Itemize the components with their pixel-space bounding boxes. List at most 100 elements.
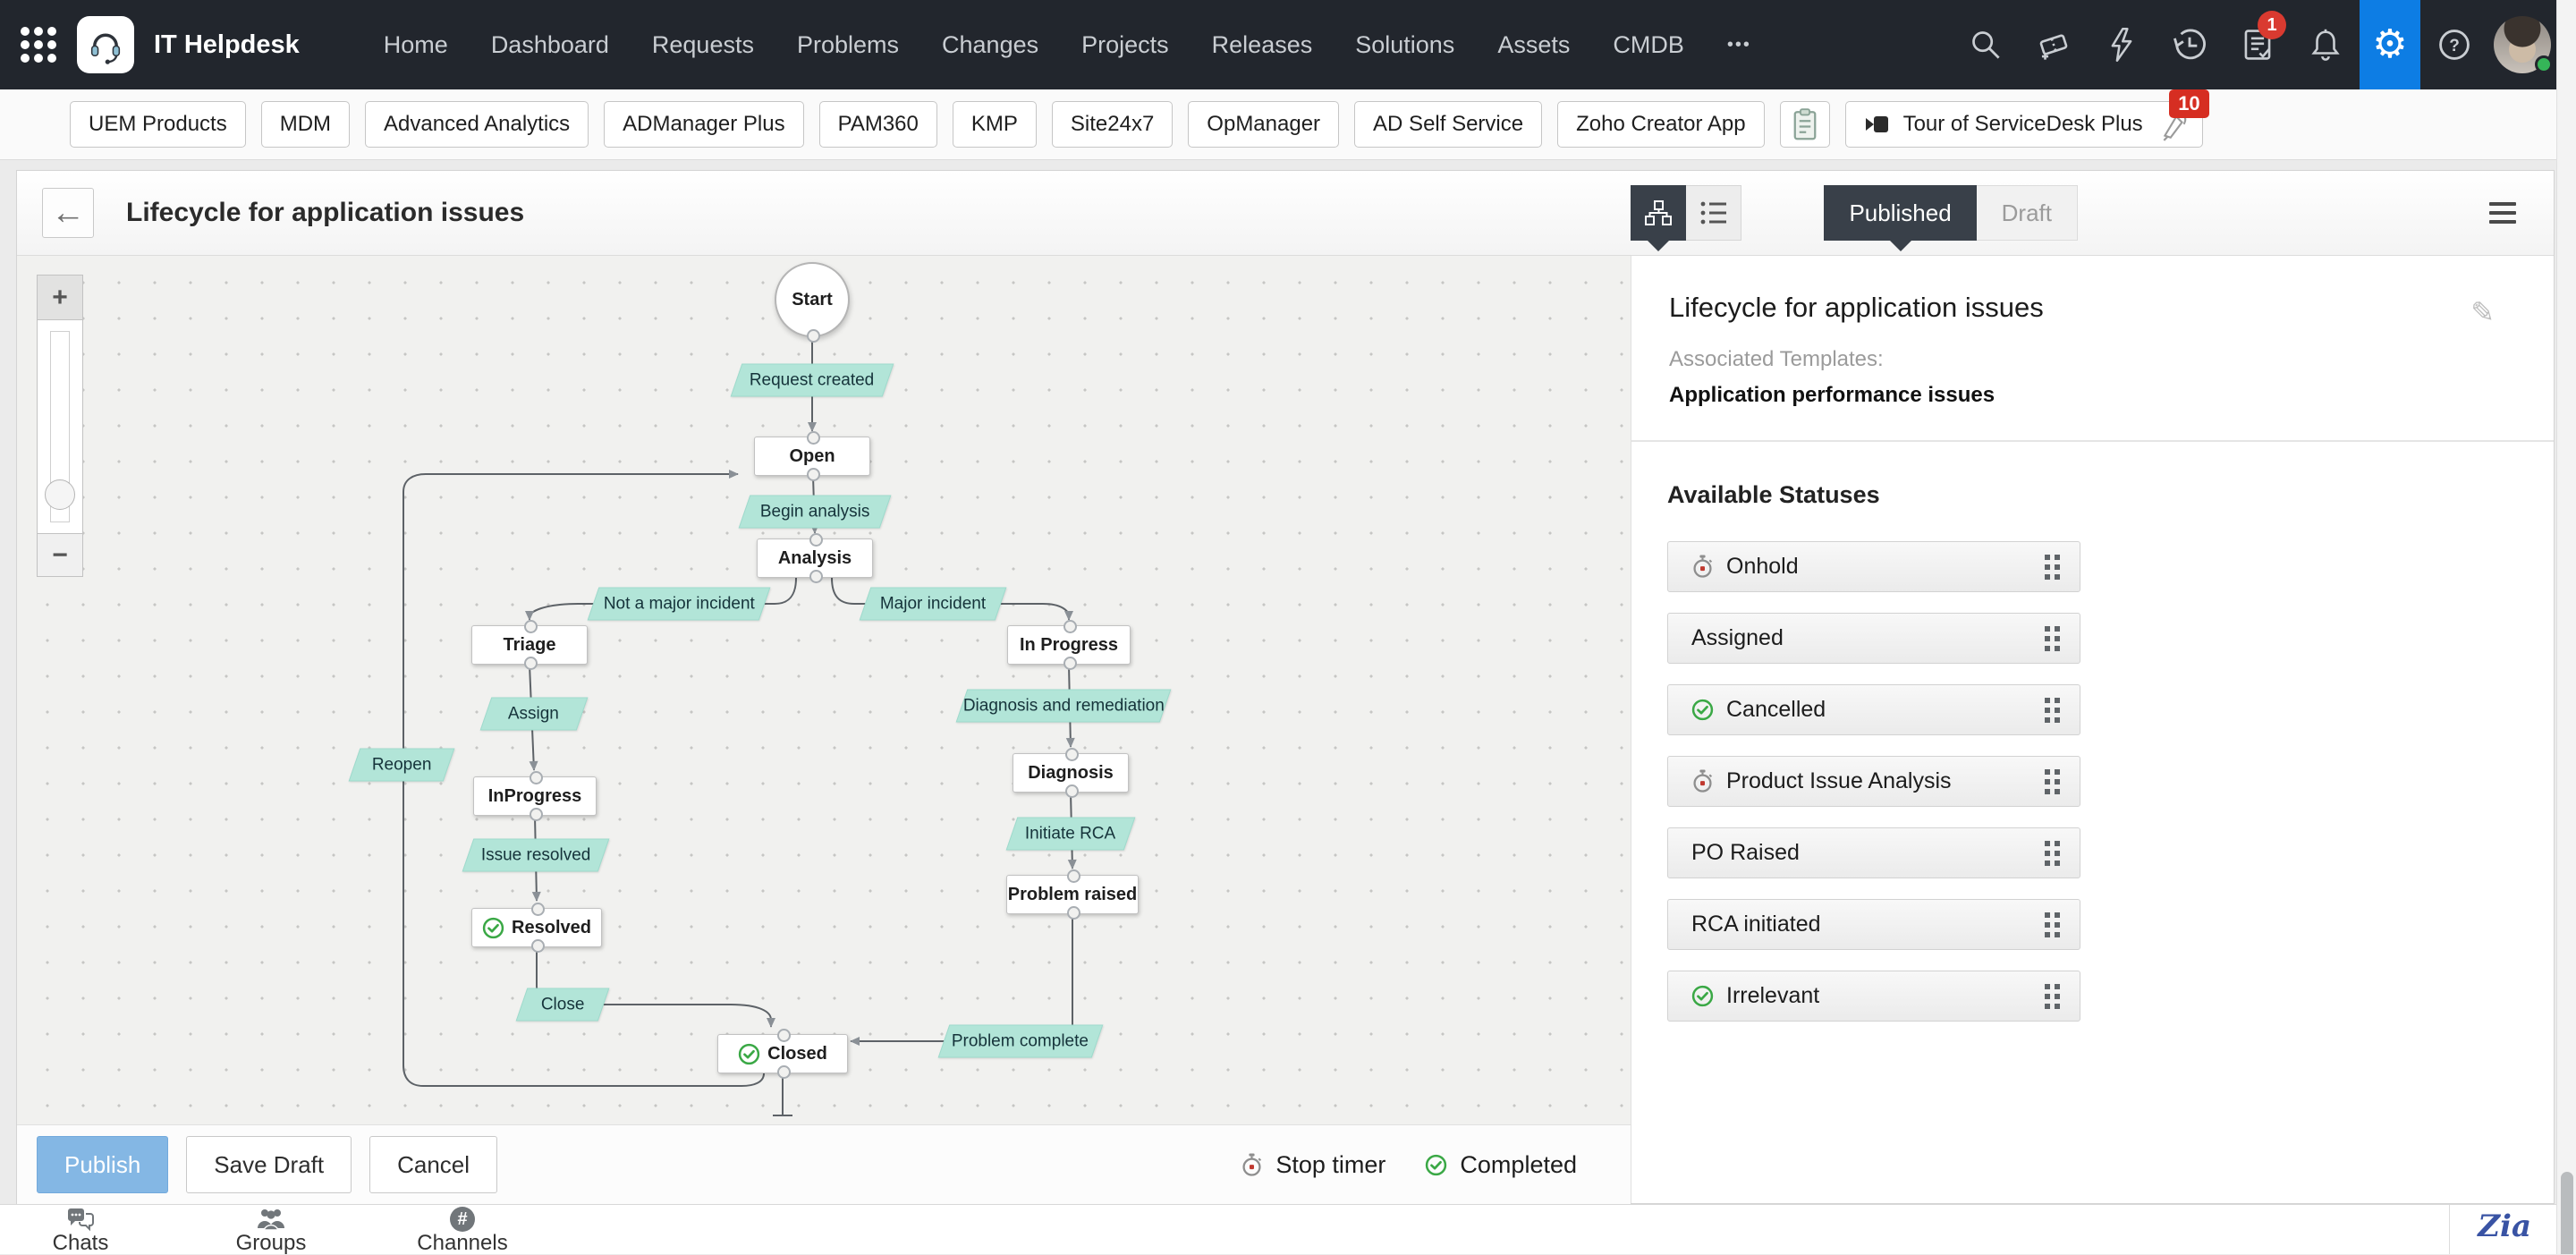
chip-uem-products[interactable]: UEM Products (70, 101, 246, 148)
flow-node-analysis[interactable]: Analysis (757, 533, 873, 583)
associated-templates-label: Associated Templates: (1669, 347, 1884, 371)
flow-node-reopen[interactable]: Reopen (348, 748, 455, 782)
flow-node-resolved[interactable]: Resolved (471, 903, 602, 953)
search-icon[interactable] (1952, 0, 2020, 89)
flow-node-initiate-rca[interactable]: Initiate RCA (1005, 817, 1136, 851)
drag-handle-icon[interactable] (2045, 840, 2060, 866)
pending-tasks-icon[interactable]: 1 (2224, 0, 2292, 89)
save-draft-button[interactable]: Save Draft (186, 1136, 352, 1193)
flow-node-diagnosis-and-remediation[interactable]: Diagnosis and remediation (955, 689, 1172, 723)
tab-published[interactable]: Published (1824, 185, 1977, 251)
user-avatar[interactable] (2488, 0, 2556, 89)
flow-node-close[interactable]: Close (515, 988, 610, 1022)
dock-item-chats[interactable]: Chats (9, 1207, 152, 1255)
chip-kmp[interactable]: KMP (952, 101, 1037, 148)
helpdesk-logo[interactable] (77, 16, 134, 73)
menu-item-problems[interactable]: Problems (796, 30, 900, 58)
drag-handle-icon[interactable] (2045, 625, 2060, 651)
zoom-in-button[interactable]: + (38, 276, 82, 320)
zoom-out-button[interactable]: − (38, 533, 82, 576)
transition-label: Request created (750, 370, 875, 389)
page-scrollbar[interactable] (2556, 0, 2576, 1254)
menu-item-dashboard[interactable]: Dashboard (490, 30, 609, 58)
flow-node-problem-complete[interactable]: Problem complete (937, 1024, 1104, 1058)
status-item-onhold[interactable]: Onhold (1667, 541, 2080, 592)
dock-item-channels[interactable]: #Channels (391, 1207, 534, 1255)
publish-button[interactable]: Publish (37, 1136, 169, 1193)
drag-handle-icon[interactable] (2045, 554, 2060, 580)
flow-node-major-incident[interactable]: Major incident (859, 587, 1007, 621)
dock-item-groups[interactable]: Groups (199, 1207, 343, 1255)
flow-node-closed[interactable]: Closed (717, 1029, 848, 1079)
menu-item-cmdb[interactable]: CMDB (1613, 30, 1684, 58)
chip-mdm[interactable]: MDM (260, 101, 351, 148)
avatar-photo (2494, 16, 2553, 73)
scrollbar-thumb[interactable] (2561, 1172, 2573, 1254)
flow-node-issue-resolved[interactable]: Issue resolved (462, 838, 610, 872)
menu-item-solutions[interactable]: Solutions (1355, 30, 1455, 58)
clipboard-chip[interactable] (1779, 101, 1830, 148)
menu-overflow-icon[interactable]: ••• (1726, 34, 1751, 55)
flow-node-triage[interactable]: Triage (471, 620, 588, 670)
edit-icon[interactable]: ✎ (2470, 296, 2495, 328)
quick-actions-icon[interactable] (2088, 0, 2156, 89)
chip-advanced-analytics[interactable]: Advanced Analytics (365, 101, 589, 148)
more-options-icon[interactable] (2489, 197, 2516, 229)
menu-item-projects[interactable]: Projects (1081, 30, 1169, 58)
flow-node-inprogress[interactable]: InProgress (473, 771, 597, 821)
gear-glyph: ⚙ (2372, 22, 2408, 66)
drag-handle-icon[interactable] (2045, 912, 2060, 937)
settings-icon[interactable]: ⚙ (2360, 0, 2420, 89)
zia-assistant-button[interactable]: Zia (2478, 1208, 2531, 1244)
menu-item-requests[interactable]: Requests (651, 30, 754, 58)
flow-node-assign[interactable]: Assign (479, 697, 589, 731)
chip-zoho-creator-app[interactable]: Zoho Creator App (1557, 101, 1765, 148)
menu-item-changes[interactable]: Changes (942, 30, 1039, 58)
flow-node-start[interactable]: Start (775, 262, 850, 343)
add-request-icon[interactable] (2020, 0, 2088, 89)
chip-site24x7[interactable]: Site24x7 (1051, 101, 1174, 148)
help-icon[interactable]: ? (2420, 0, 2488, 89)
flow-node-in-progress[interactable]: In Progress (1007, 620, 1131, 670)
menu-item-home[interactable]: Home (383, 30, 448, 58)
timer-icon (1691, 555, 1714, 579)
group-icon (199, 1207, 343, 1232)
list-view-button[interactable] (1686, 185, 1742, 241)
menu-item-releases[interactable]: Releases (1211, 30, 1313, 58)
flow-node-begin-analysis[interactable]: Begin analysis (738, 495, 892, 529)
tour-chip[interactable]: Tour of ServiceDesk Plus 10 (1844, 89, 2209, 148)
flow-node-not-a-major-incident[interactable]: Not a major incident (587, 587, 771, 621)
notifications-icon[interactable] (2292, 0, 2360, 89)
drag-handle-icon[interactable] (2045, 768, 2060, 794)
status-item-assigned[interactable]: Assigned (1667, 613, 2080, 664)
flow-node-problem-raised[interactable]: Problem raised (1006, 869, 1139, 920)
status-item-po-raised[interactable]: PO Raised (1667, 827, 2080, 878)
drag-handle-icon[interactable] (2045, 697, 2060, 723)
back-button[interactable]: ← (42, 188, 94, 238)
status-item-cancelled[interactable]: Cancelled (1667, 684, 2080, 735)
app-grid-icon[interactable] (0, 25, 77, 64)
status-item-irrelevant[interactable]: Irrelevant (1667, 971, 2080, 1022)
zoom-slider-thumb[interactable] (45, 479, 75, 510)
menu-item-assets[interactable]: Assets (1497, 30, 1571, 58)
status-item-rca-initiated[interactable]: RCA initiated (1667, 899, 2080, 950)
status-item-product-issue-analysis[interactable]: Product Issue Analysis (1667, 756, 2080, 807)
flowchart-view-button[interactable] (1631, 185, 1687, 251)
chip-ad-self-service[interactable]: AD Self Service (1354, 101, 1543, 148)
flow-node-request-created[interactable]: Request created (730, 363, 894, 397)
flow-node-open[interactable]: Open (754, 431, 870, 481)
chip-pam360[interactable]: PAM360 (818, 101, 937, 148)
associated-template-name: Application performance issues (1669, 383, 1996, 407)
tab-draft[interactable]: Draft (1976, 185, 2078, 241)
navbar-icons: 1 ⚙ ? (1952, 0, 2556, 89)
drag-handle-icon[interactable] (2045, 983, 2060, 1009)
chip-opmanager[interactable]: OpManager (1188, 101, 1340, 148)
history-icon[interactable] (2156, 0, 2224, 89)
chip-admanager-plus[interactable]: ADManager Plus (604, 101, 804, 148)
zoom-slider[interactable] (38, 320, 82, 533)
lifecycle-name: Lifecycle for application issues (1669, 292, 2044, 323)
cancel-button[interactable]: Cancel (369, 1136, 498, 1193)
flow-node-diagnosis[interactable]: Diagnosis (1013, 748, 1129, 798)
